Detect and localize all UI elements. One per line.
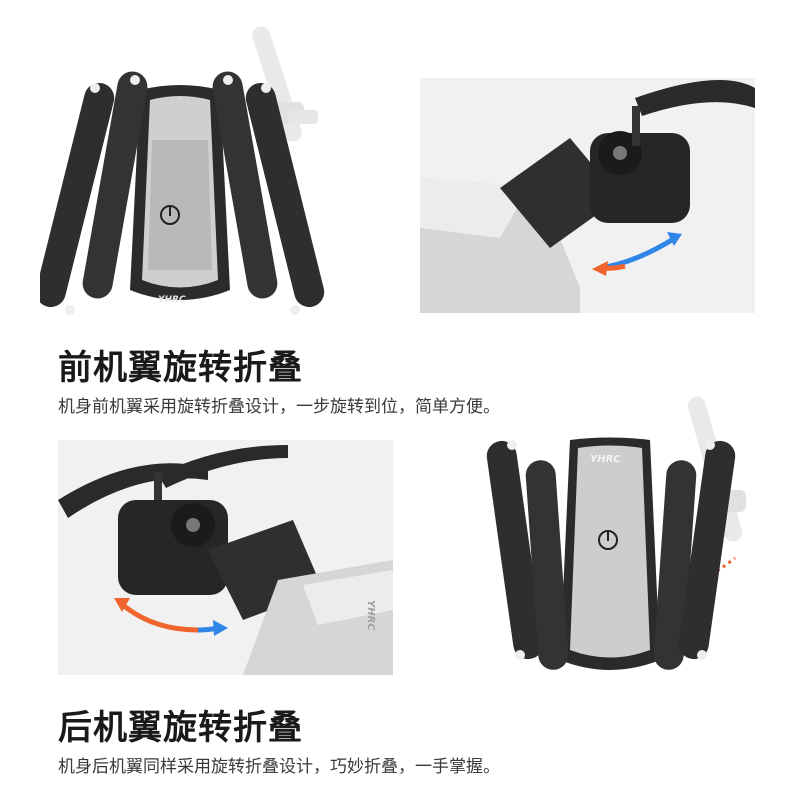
rear-section-description: 机身后机翼同样采用旋转折叠设计，巧妙折叠，一手掌握。 <box>58 757 500 777</box>
front-section-title: 前机翼旋转折叠 <box>58 348 303 388</box>
front-joint-closeup <box>420 78 755 313</box>
front-section-description: 机身前机翼采用旋转折叠设计，一步旋转到位，简单方便。 <box>58 397 500 417</box>
svg-text:YHRC: YHRC <box>365 600 376 631</box>
svg-text:YHRC: YHRC <box>590 454 621 465</box>
front-drone-image: YHRC <box>40 10 360 330</box>
rotate-arrow <box>599 235 677 271</box>
rear-drone-image: YHRC <box>460 380 780 690</box>
svg-text:YHRC: YHRC <box>158 295 186 305</box>
rear-section-title: 后机翼旋转折叠 <box>58 708 303 748</box>
rotate-arrow <box>121 603 199 633</box>
rear-joint-closeup: YHRC <box>58 440 393 675</box>
